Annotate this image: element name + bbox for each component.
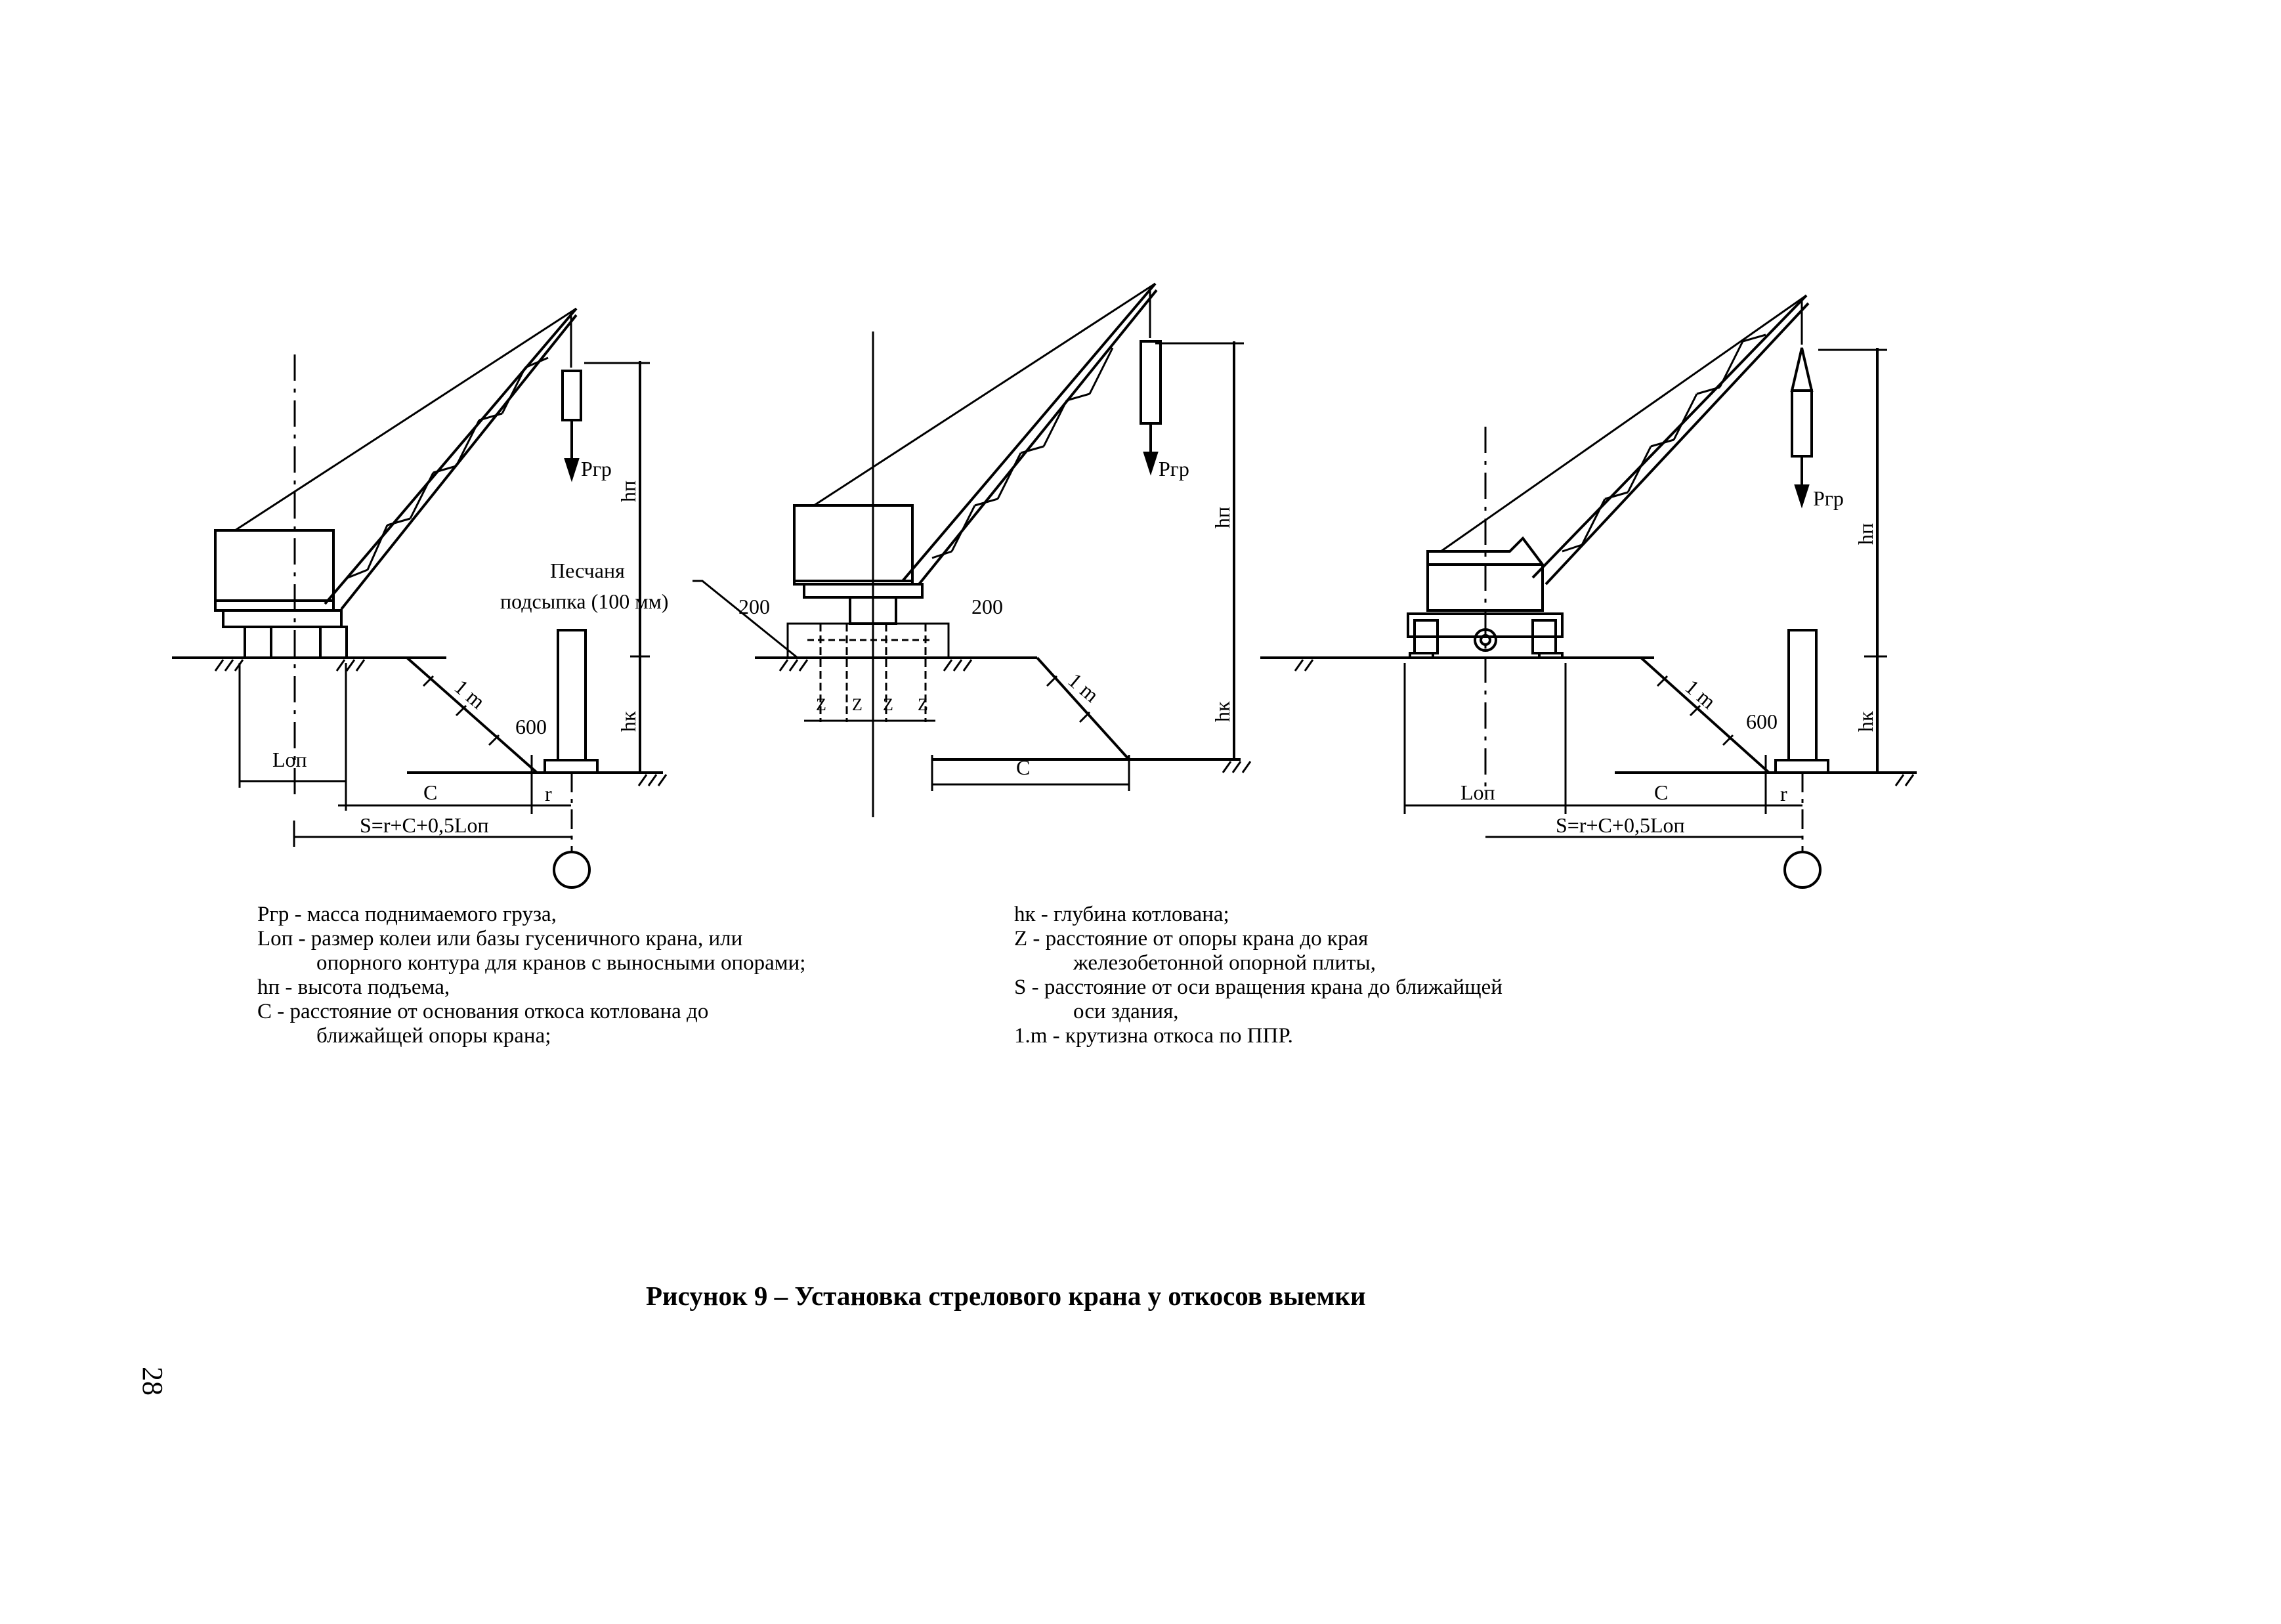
z-label-1: Z xyxy=(816,695,826,714)
offset-600-label-1: 600 xyxy=(515,715,547,738)
legend-right-item: Z - расстояние от опоры крана до края xyxy=(1014,927,1369,951)
crane-2 xyxy=(693,282,1252,817)
dist-c-label-2: С xyxy=(1016,756,1030,779)
base-label-3: Lоп xyxy=(1460,780,1495,804)
legend-left-item: hп - высота подъема, xyxy=(257,975,450,999)
sand-label-line2: подсыпка (100 мм) xyxy=(500,589,668,613)
pit-depth-label-3: hк xyxy=(1854,711,1877,732)
slope-label-1: 1 m xyxy=(450,675,490,714)
legend-right-item: оси здания, xyxy=(1073,1000,1179,1023)
offset-600-label-3: 600 xyxy=(1746,710,1778,733)
figure-caption: Рисунок 9 – Установка стрелового крана у… xyxy=(646,1281,1366,1311)
slope-label-3: 1 m xyxy=(1681,675,1721,714)
legend-right: hк - глубина котлована;Z - расстояние от… xyxy=(1014,903,1503,1048)
legend-right-item: hк - глубина котлована; xyxy=(1014,903,1229,926)
load-label-2: Ргр xyxy=(1159,457,1189,481)
dist-c-label-3: С xyxy=(1654,780,1668,804)
plate-200-left: 200 xyxy=(738,595,770,618)
z-label-3: Z xyxy=(883,695,893,714)
formula-label-1: S=r+С+0,5Lоп xyxy=(360,813,489,837)
z-label-4: Z xyxy=(918,695,928,714)
plate-200-right: 200 xyxy=(971,595,1003,618)
legend-right-item: железобетонной опорной плиты, xyxy=(1073,951,1376,975)
legend-left-item: Lоп - размер колеи или базы гусеничного … xyxy=(257,927,743,951)
load-label-1: Ргр xyxy=(581,457,612,481)
base-label-1: Lоп xyxy=(272,748,307,771)
dist-r-label-3: r xyxy=(1780,782,1787,805)
legend-left-item: Ргр - масса поднимаемого груза, xyxy=(257,903,557,926)
legend-left-item: С - расстояние от основания откоса котло… xyxy=(257,1000,709,1023)
lift-height-label-1: hп xyxy=(616,481,640,502)
z-label-2: Z xyxy=(852,695,863,714)
page-number: 28 xyxy=(137,1367,169,1396)
pit-depth-label-1: hк xyxy=(616,711,640,732)
slope-label-2: 1 m xyxy=(1064,668,1104,707)
crane-1 xyxy=(172,307,668,889)
legend-left-item: ближайщей опоры крана; xyxy=(316,1024,551,1048)
legend-right-item: S - расстояние от оси вращения крана до … xyxy=(1014,975,1503,999)
pit-depth-label-2: hк xyxy=(1210,701,1234,722)
crane-3 xyxy=(1260,294,1917,889)
sand-label-line1: Песчаня xyxy=(550,559,625,582)
dist-r-label-1: r xyxy=(545,782,552,805)
dist-c-label-1: С xyxy=(423,780,437,804)
legend-left-item: опорного контура для кранов с выносными … xyxy=(316,951,806,975)
lift-height-label-2: hп xyxy=(1210,507,1234,528)
load-label-3: Ргр xyxy=(1813,486,1844,510)
lift-height-label-3: hп xyxy=(1854,523,1877,545)
formula-label-3: S=r+С+0,5Lоп xyxy=(1556,813,1685,837)
legend-left: Ргр - масса поднимаемого груза,Lоп - раз… xyxy=(257,903,805,1048)
legend-right-item: 1.m - крутизна откоса по ППР. xyxy=(1014,1024,1293,1048)
